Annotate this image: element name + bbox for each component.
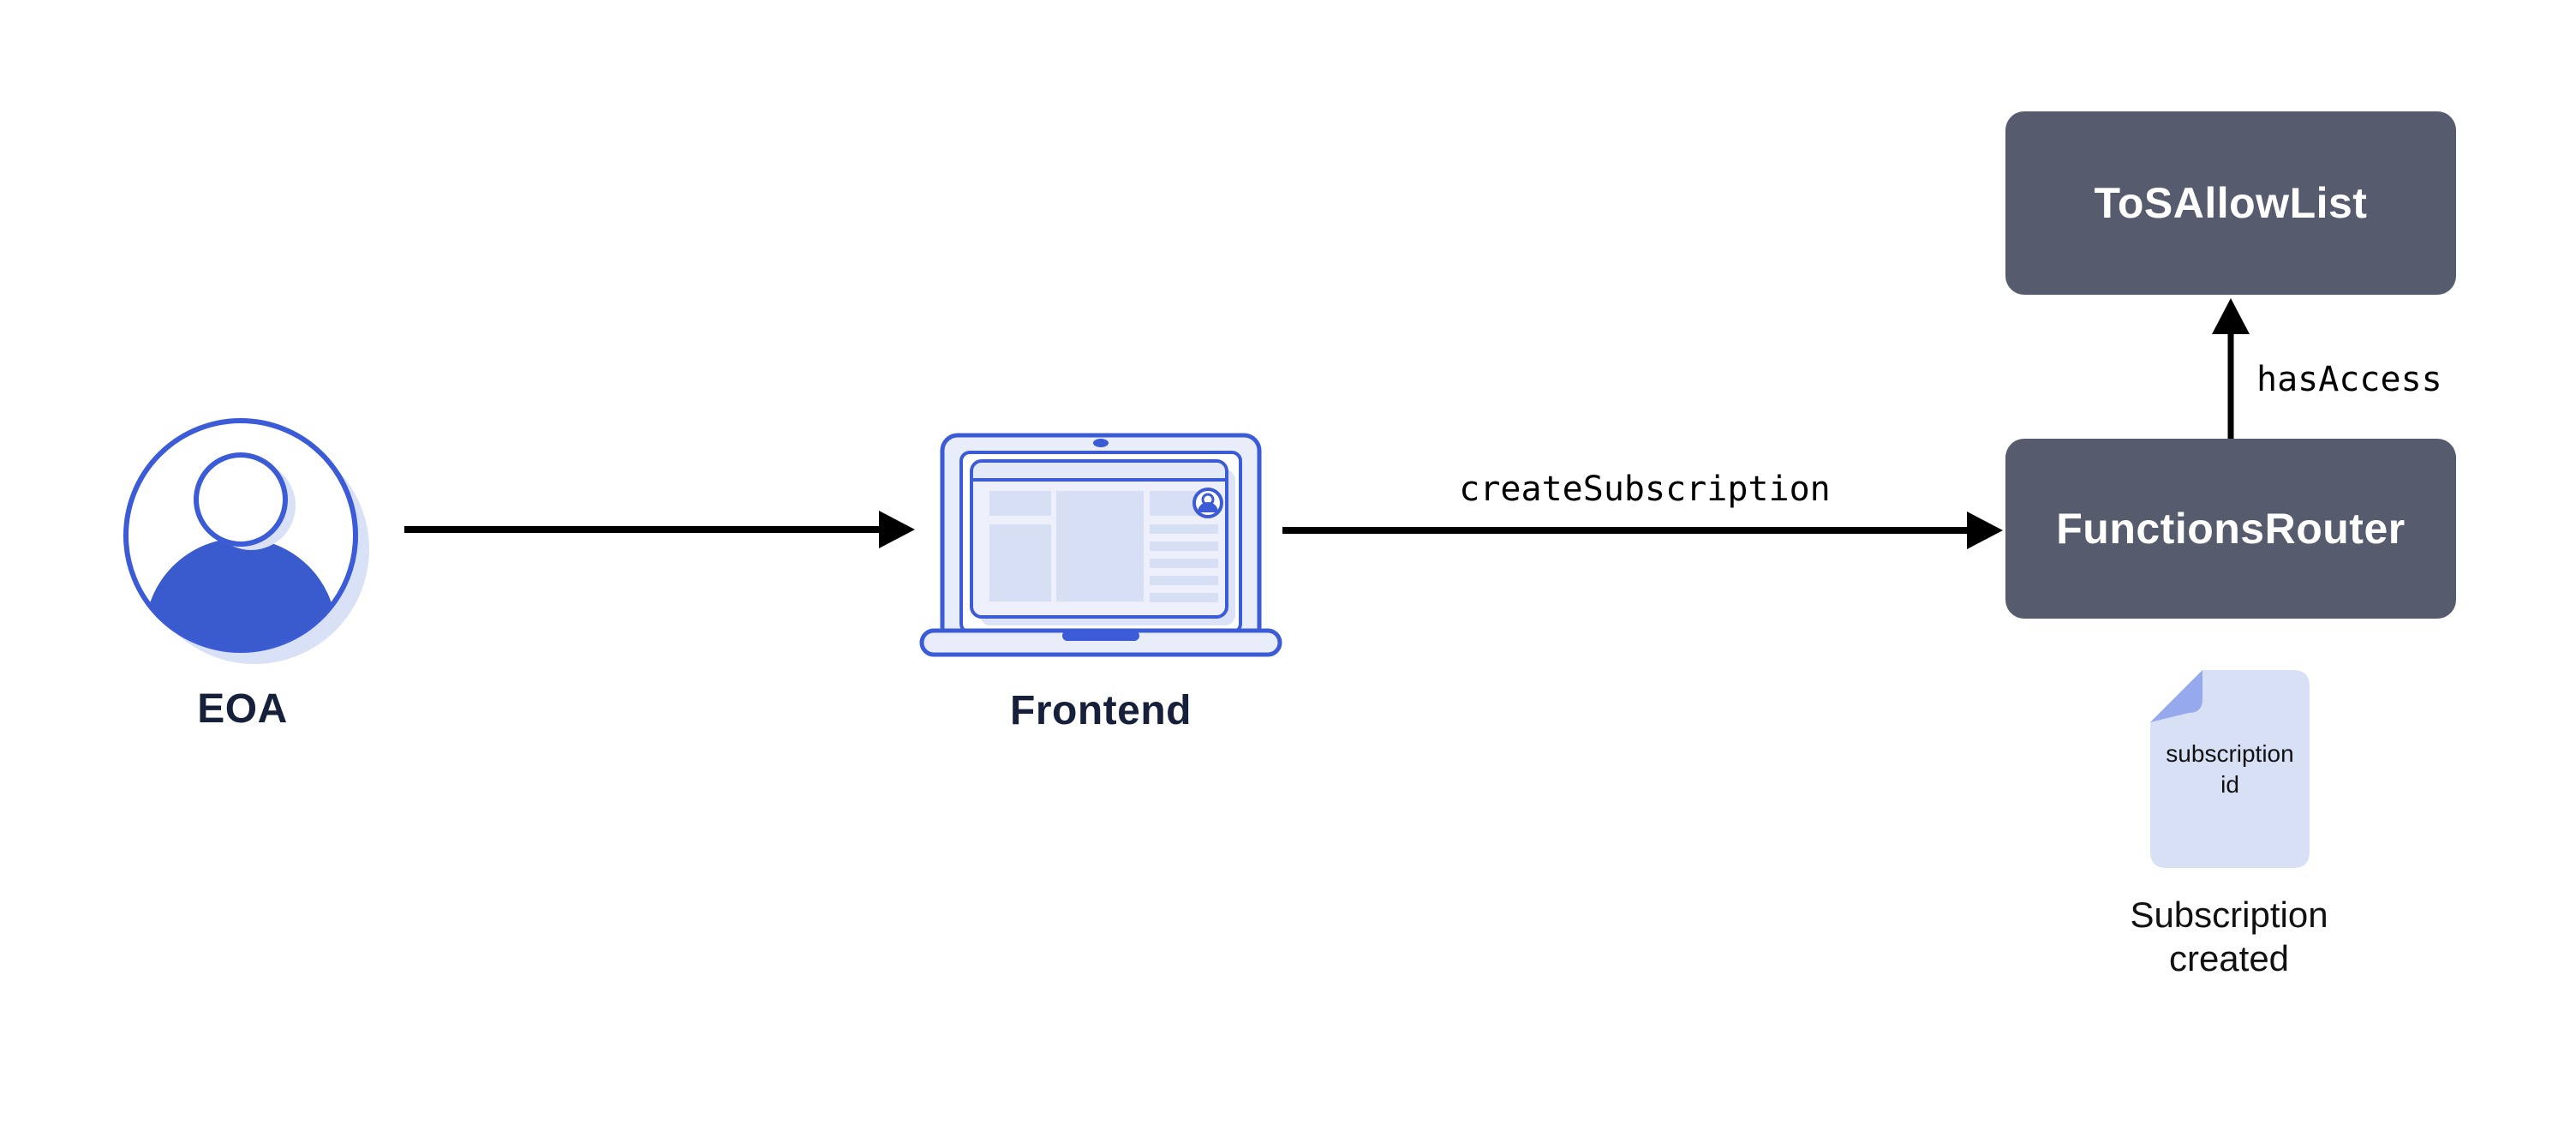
- arrow-router-to-allowlist: [2212, 298, 2250, 439]
- document-text: subscription id: [2166, 740, 2294, 798]
- laptop-base-notch: [1062, 631, 1139, 641]
- node-functions-router: FunctionsRouter: [2005, 439, 2456, 619]
- document-page: [2150, 670, 2310, 868]
- edge-label-has-access: hasAccess: [2256, 360, 2442, 399]
- user-avatar-icon: [123, 418, 369, 664]
- browser-content-blocks: [989, 491, 1218, 602]
- node-label-eoa: EOA: [197, 686, 288, 732]
- webcam-dot: [1093, 439, 1109, 447]
- avatar-head: [194, 452, 288, 547]
- node-label-functions-router: FunctionsRouter: [2056, 505, 2406, 553]
- node-label-tos-allow-list: ToSAllowList: [2094, 179, 2368, 227]
- document-icon: [2150, 670, 2310, 868]
- avatar-body: [145, 538, 337, 650]
- node-tos-allow-list: ToSAllowList: [2005, 111, 2456, 295]
- laptop-icon: [919, 433, 1282, 657]
- browser-header: [973, 463, 1225, 478]
- document-fold: [2150, 670, 2202, 722]
- node-label-frontend: Frontend: [1010, 688, 1192, 733]
- arrow-frontend-to-router: [1282, 512, 2003, 549]
- browser-user-icon: [1192, 488, 1223, 518]
- artifact-caption: Subscription created: [2130, 895, 2328, 979]
- arrow-eoa-to-frontend: [404, 511, 915, 548]
- edge-label-create-subscription: createSubscription: [1459, 470, 1831, 509]
